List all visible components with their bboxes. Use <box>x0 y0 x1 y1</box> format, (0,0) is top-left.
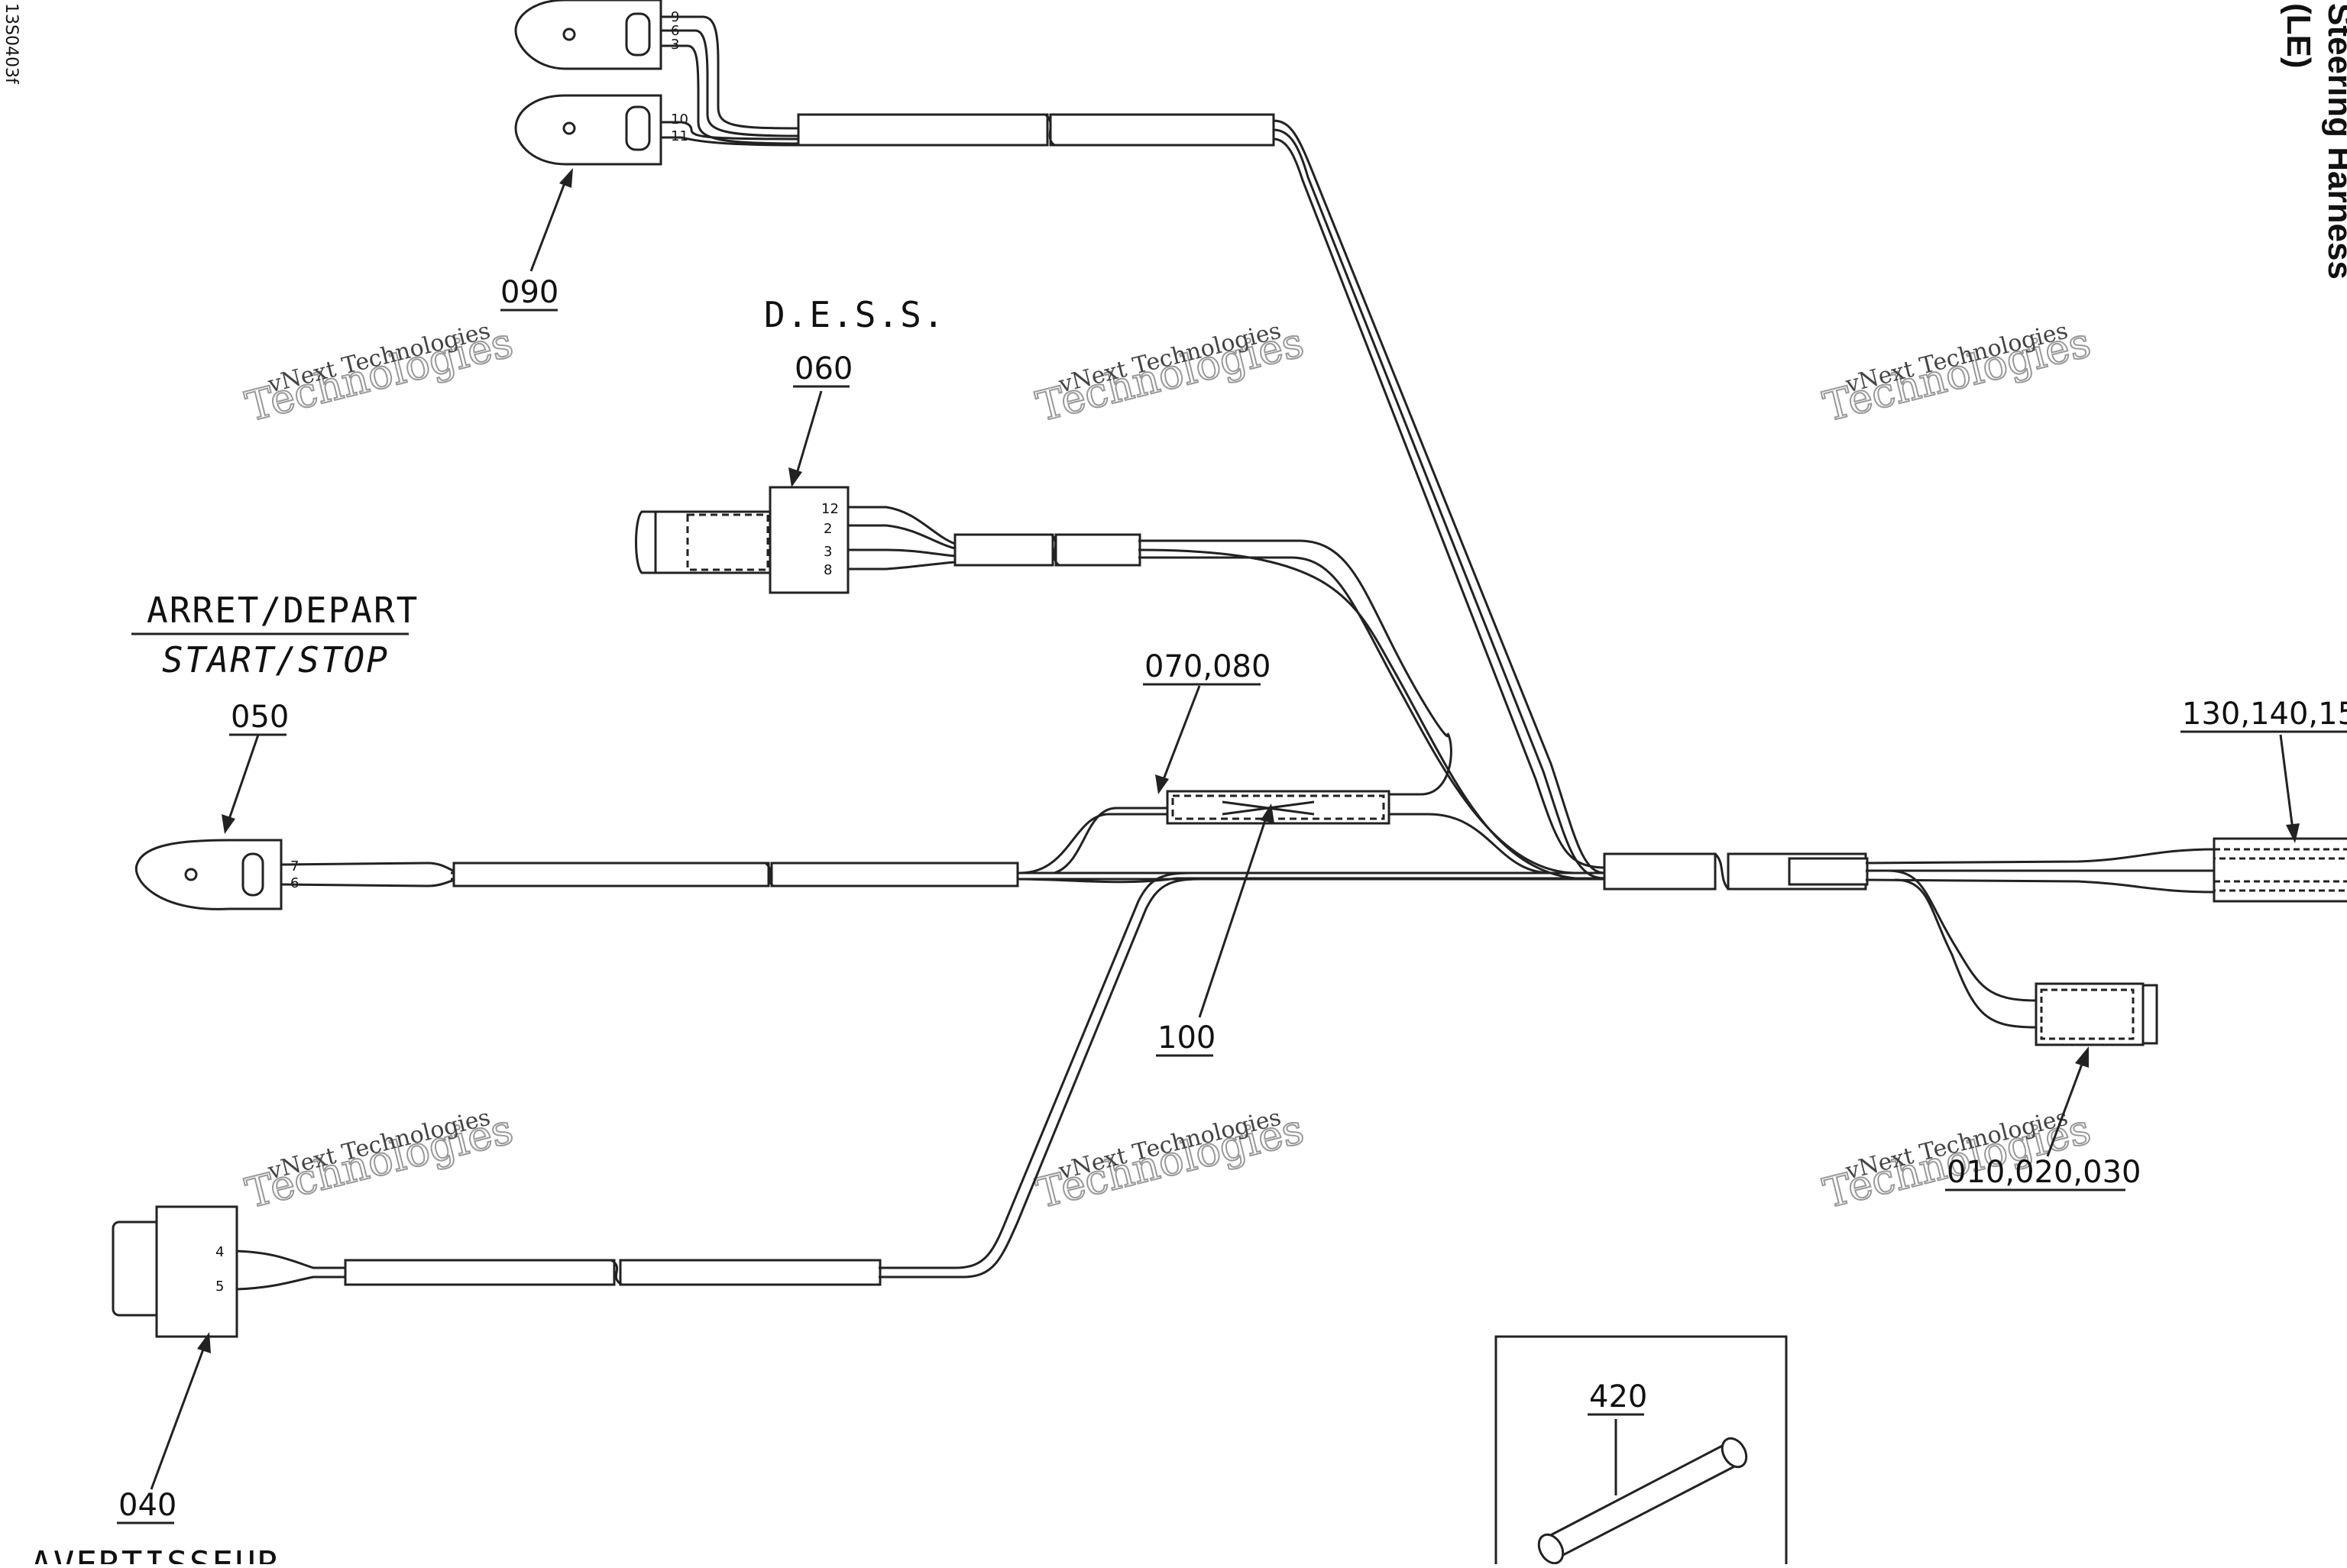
connector-060 <box>769 486 850 594</box>
sleeve-060 <box>953 533 1054 567</box>
sleeve-050 <box>770 862 1019 887</box>
pin-label: 7 <box>290 858 299 875</box>
part-label-040: 040 <box>118 1488 176 1523</box>
switch-050 <box>135 839 283 910</box>
trunk-sleeve <box>1603 852 1717 891</box>
leaders <box>150 168 2300 1490</box>
part-label-100: 100 <box>1157 1020 1216 1056</box>
sleeve-090 <box>797 113 1049 147</box>
switch-090a <box>514 0 662 70</box>
branch-060: 12 2 3 8 <box>635 486 1590 881</box>
part-labels: 090 D.E.S.S. 060 ARRET/DEPART START/STOP… <box>31 275 2347 1568</box>
dess-label: D.E.S.S. <box>764 294 946 335</box>
part-label-070: 070,080 <box>1144 649 1271 684</box>
trunk-label-band <box>1788 857 1869 886</box>
part-label-010: 010,020,030 <box>1947 1155 2141 1190</box>
branch-050: 7 6 <box>135 839 1019 910</box>
main-trunk <box>451 837 2347 1046</box>
sleeve-050 <box>452 862 770 887</box>
branch-090: 9 6 3 10 11 <box>514 0 1605 880</box>
pin-label: 2 <box>824 521 832 537</box>
sleeve-090 <box>1049 113 1275 147</box>
pin-label: 3 <box>824 544 832 560</box>
watermark: Technologies vNext Technologies <box>1818 317 2096 432</box>
watermark: Technologies vNext Technologies <box>1031 1104 1309 1218</box>
title-block: Steering Harness (LE) <box>2280 3 2347 280</box>
watermarks: Technologies vNext Technologies Technolo… <box>240 317 2096 1218</box>
pin-label: 5 <box>215 1279 224 1295</box>
drawing-reference: 13S0403f <box>2 3 21 85</box>
part-label-060: 060 <box>795 351 853 386</box>
sleeve-060 <box>1054 533 1141 567</box>
part-label-420: 420 <box>1589 1379 1647 1414</box>
branch-040: 4 5 <box>112 871 1200 1338</box>
switch-090b <box>514 94 662 166</box>
splice-branch <box>1019 732 1552 875</box>
title-line1: Steering Harness <box>2321 3 2347 280</box>
start-label: START/STOP <box>162 639 389 681</box>
sleeve-040 <box>344 1259 616 1286</box>
pin-label: 6 <box>290 875 299 891</box>
inset-frame <box>1494 1335 1788 1568</box>
title-line2: (LE) <box>2280 3 2317 69</box>
pin-label: 8 <box>824 562 832 578</box>
pin-label: 10 <box>671 112 688 128</box>
inset-420 <box>1494 1335 1788 1568</box>
part-label-130: 130,140,150 <box>2182 697 2347 732</box>
connector-040 <box>155 1205 238 1338</box>
watermark: Technologies vNext Technologies <box>1031 317 1309 432</box>
part-label-050: 050 <box>231 700 289 735</box>
watermark: Technologies vNext Technologies <box>240 1104 518 1218</box>
avert-label: AVERTISSEUR <box>31 1544 280 1564</box>
pin-label: 12 <box>821 501 839 517</box>
part-label-090: 090 <box>500 275 558 310</box>
connector-010 <box>2035 982 2145 1046</box>
sleeve-040 <box>619 1259 882 1286</box>
arret-label: ARRET/DEPART <box>147 590 419 631</box>
connector-130 <box>2213 837 2347 903</box>
pin-label: 4 <box>215 1244 224 1260</box>
watermark: Technologies vNext Technologies <box>240 317 518 432</box>
